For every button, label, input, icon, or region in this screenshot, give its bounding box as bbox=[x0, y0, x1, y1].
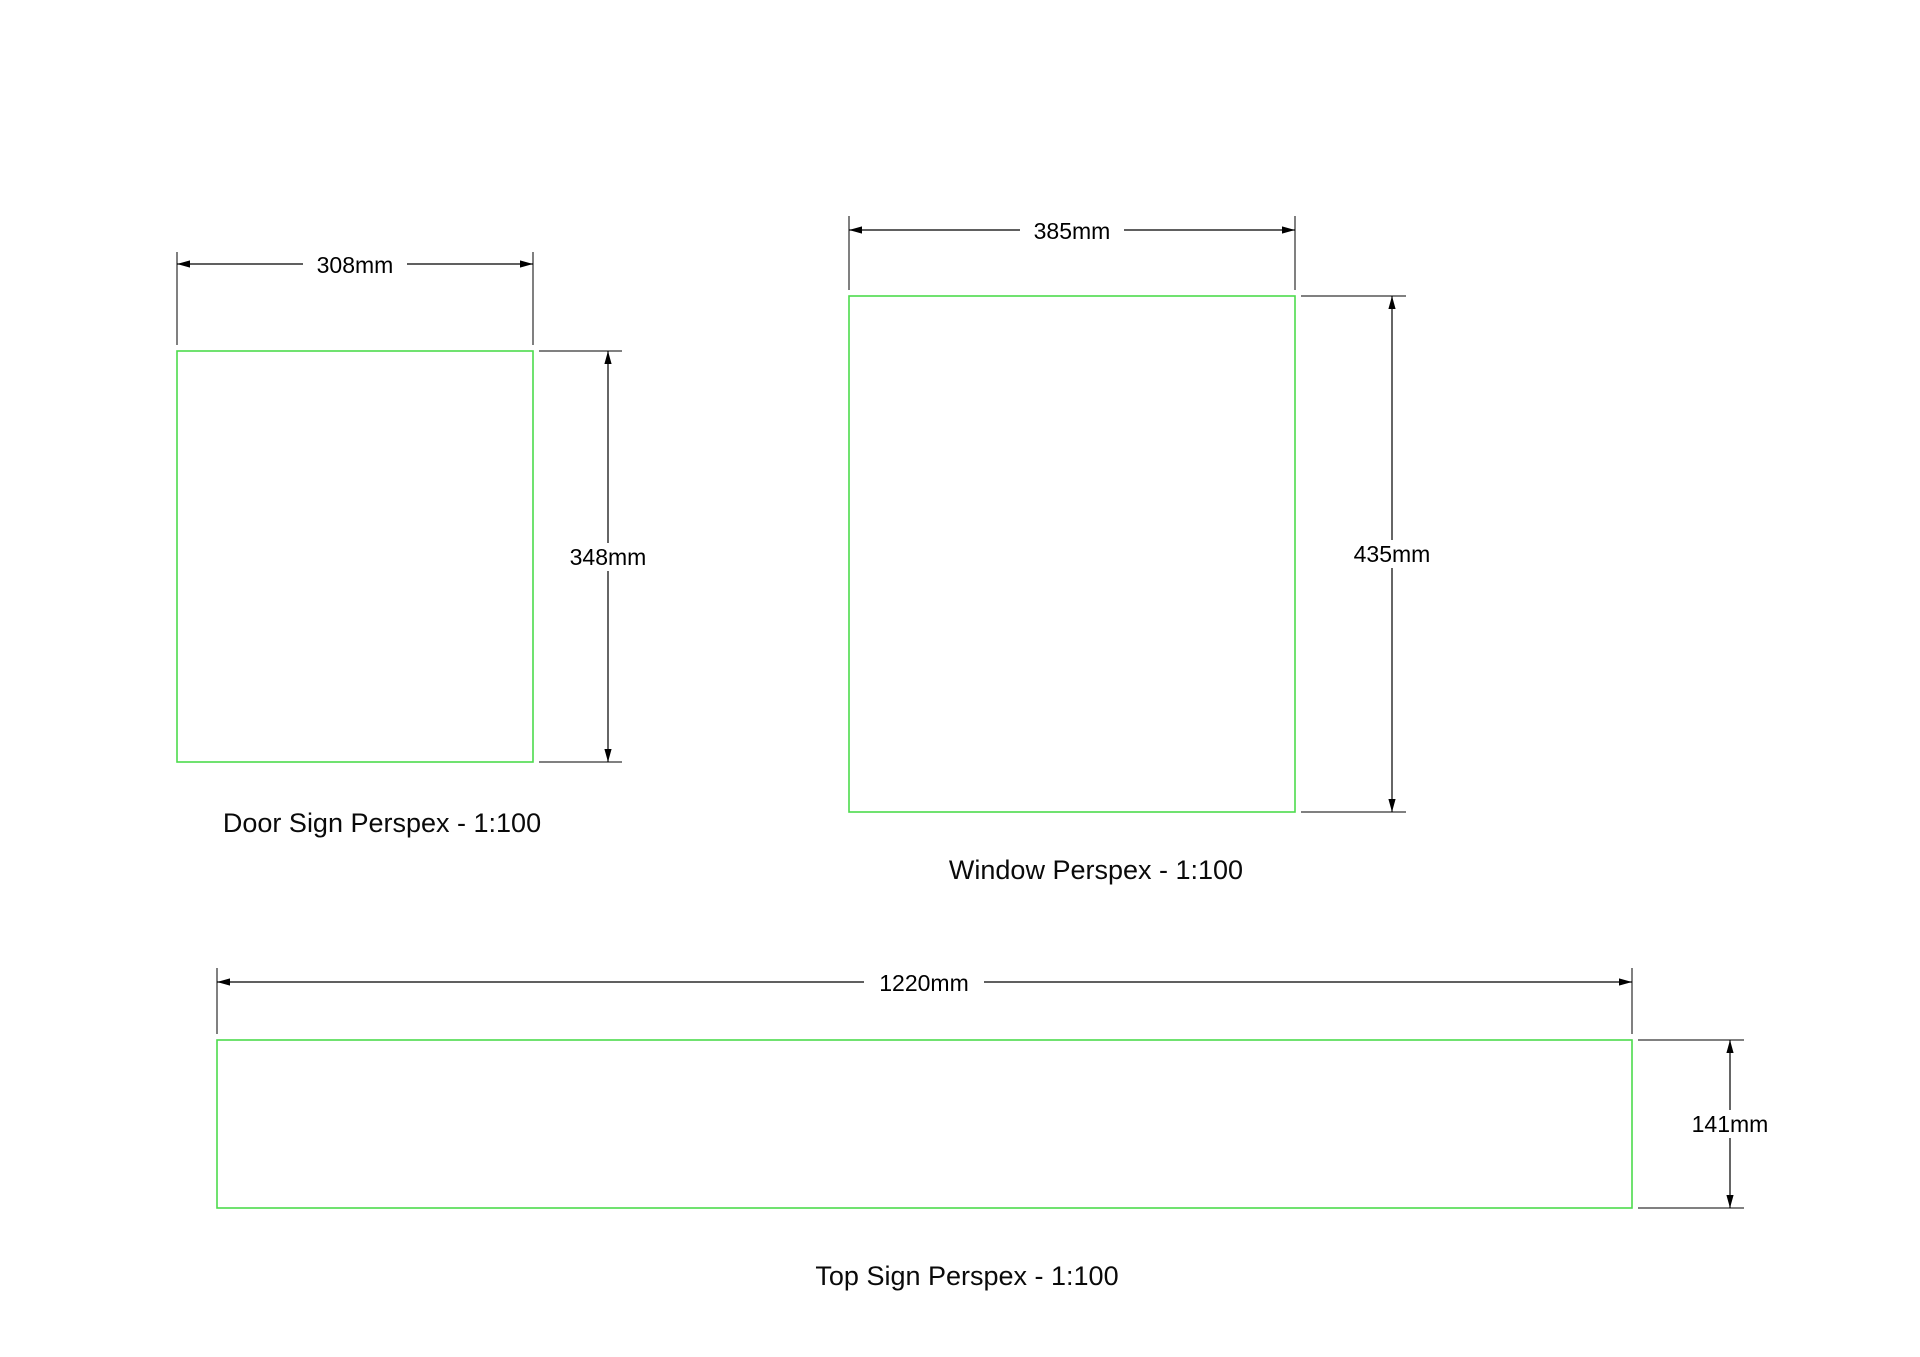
top-width-dimension-label: 1220mm bbox=[879, 970, 968, 996]
top-sign-title: Top Sign Perspex - 1:100 bbox=[815, 1261, 1118, 1291]
door-sign-title: Door Sign Perspex - 1:100 bbox=[223, 808, 541, 838]
top-sign-panel: 1220mm 141mm Top Sign Perspex - 1:100 bbox=[216, 968, 1782, 1291]
window-height-label-background bbox=[1340, 540, 1444, 568]
door-height-label-background bbox=[556, 543, 660, 571]
window-perspex-rect bbox=[848, 295, 1296, 813]
window-width-dimension-label: 385mm bbox=[1034, 218, 1111, 244]
window-panel: 385mm 435mm Window Perspex - 1:100 bbox=[848, 216, 1444, 885]
top-height-dimension-label: 141mm bbox=[1692, 1111, 1769, 1137]
door-width-dimension-label: 308mm bbox=[317, 252, 394, 278]
door-width-label-background bbox=[303, 250, 407, 278]
door-sign-panel: 308mm 348mm Door Sign Perspex - 1:100 bbox=[176, 250, 660, 838]
top-width-label-background bbox=[864, 968, 984, 996]
window-title: Window Perspex - 1:100 bbox=[949, 855, 1243, 885]
window-height-dimension-label: 435mm bbox=[1354, 541, 1431, 567]
door-height-dimension-label: 348mm bbox=[570, 544, 647, 570]
top-sign-perspex-rect bbox=[216, 1039, 1633, 1209]
top-height-label-background bbox=[1678, 1110, 1782, 1138]
window-width-label-background bbox=[1020, 216, 1124, 244]
door-sign-perspex-rect bbox=[176, 350, 534, 763]
